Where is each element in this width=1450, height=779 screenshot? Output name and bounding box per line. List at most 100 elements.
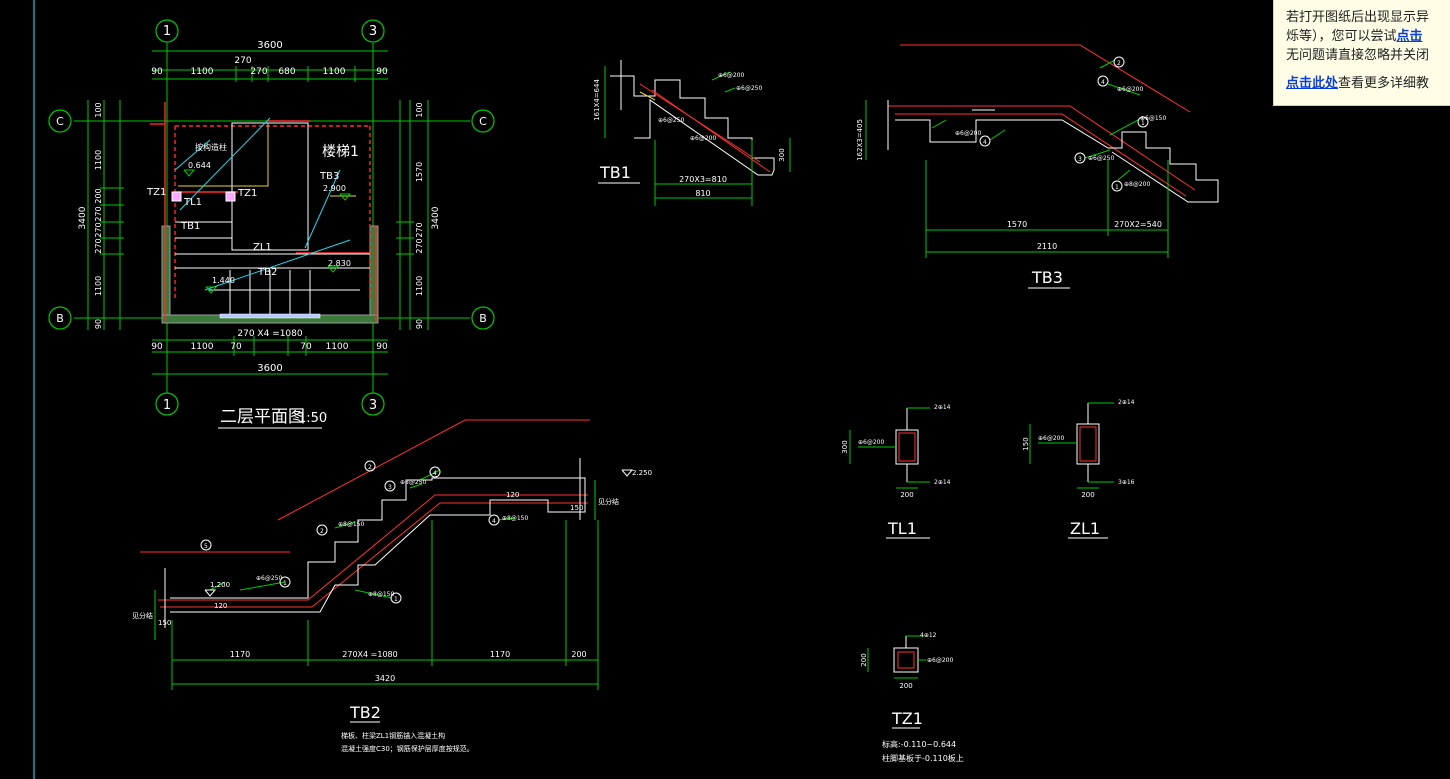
section-title: ZL1 xyxy=(1070,519,1100,538)
rebar-label: ⊕8@150 xyxy=(502,515,528,522)
tb3-section xyxy=(865,44,1219,289)
dim-text: 90 xyxy=(376,342,388,352)
dim-text: 1100 xyxy=(415,276,424,296)
axis-label: B xyxy=(479,312,487,325)
dim-text: 680 xyxy=(278,67,295,77)
callout: 1 xyxy=(1115,184,1119,191)
dim-text: 100 xyxy=(415,102,424,117)
dim-text: 3420 xyxy=(375,674,395,683)
dim-text: 1570 xyxy=(415,162,424,182)
plan-scale: 1:50 xyxy=(298,411,327,426)
dim-text: 150 xyxy=(158,619,171,627)
dim-text: 120 xyxy=(214,602,227,610)
dim-text: 270X2=540 xyxy=(1114,220,1162,229)
dim-text: 3400 xyxy=(431,206,441,229)
dim-text: 90 xyxy=(94,319,103,329)
callout: 3 xyxy=(1078,156,1082,163)
rebar-label: ⊕6@200 xyxy=(955,130,981,137)
dim-text: 3400 xyxy=(78,206,88,229)
notice-line-2-text: 烁等），您可以尝试 xyxy=(1286,29,1397,44)
rebar-label: ⊕6@200 xyxy=(718,72,744,79)
rebar-label: ⊕6@200 xyxy=(858,439,884,446)
dim-text: 162X3=405 xyxy=(856,119,864,161)
dim-text: 270 X4 =1080 xyxy=(237,329,303,339)
callout: 5 xyxy=(204,543,208,550)
label: TB1 xyxy=(180,221,200,232)
rebar-label: ⊕6@250 xyxy=(736,85,762,92)
dim-text: 150 xyxy=(1022,437,1030,450)
level-text: 2.250 xyxy=(632,469,652,477)
rebar-label: 2⊕14 xyxy=(1118,399,1135,406)
dim-text: 120 xyxy=(506,491,519,499)
label: 见分结 xyxy=(598,497,619,506)
dim-text: 270 xyxy=(415,238,424,253)
dim-text: 150 xyxy=(570,504,583,512)
dim-text: 270 xyxy=(94,222,103,237)
notice-line-4-text: 查看更多详细教 xyxy=(1338,76,1430,91)
axis-label: 3 xyxy=(369,24,377,39)
section-title: TZ1 xyxy=(891,709,923,728)
dim-text: 1100 xyxy=(323,67,346,77)
dim-text: 90 xyxy=(415,319,424,329)
callout: 4 xyxy=(492,518,496,525)
rebar-label: ⊕6@250 xyxy=(256,575,282,582)
label: 见分结 xyxy=(132,611,153,620)
dim-text: 200 xyxy=(899,682,912,690)
axis-label: C xyxy=(479,115,487,128)
plan-title: 二层平面图 xyxy=(220,407,305,427)
dim-text: 200 xyxy=(94,188,103,203)
dim-text: 2110 xyxy=(1037,242,1057,251)
tz1-section xyxy=(867,635,926,729)
label: TZ1 xyxy=(146,187,166,198)
section-title: TL1 xyxy=(887,519,917,538)
rebar-label: ⊕6@250 xyxy=(1088,155,1114,162)
dim-text: 300 xyxy=(778,148,786,161)
note-line: 柱脚基板于-0.110板上 xyxy=(882,753,964,763)
label: 2.900 xyxy=(323,184,346,193)
callout: 2 xyxy=(1117,60,1121,67)
label: 1.440 xyxy=(212,276,235,285)
dim-text: 200 xyxy=(860,653,868,666)
note-line: 梯板、柱梁ZL1钢筋锚入混凝土构 xyxy=(341,731,445,740)
rebar-label: ⊕8@150 xyxy=(338,521,364,528)
dim-text: 200 xyxy=(1081,491,1094,499)
dim-text: 270 xyxy=(94,206,103,221)
note-line: 标高:-0.110~0.644 xyxy=(882,739,956,749)
rebar-label: ⊕6@150 xyxy=(1140,115,1166,122)
callout: 3 xyxy=(388,484,392,491)
callout: 1 xyxy=(394,596,398,603)
callout: 4 xyxy=(1101,79,1105,86)
dim-text: 270X3=810 xyxy=(679,175,727,184)
dim-text: 1100 xyxy=(326,342,349,352)
tb2-section xyxy=(140,419,634,723)
dim-text: 90 xyxy=(151,67,163,77)
label: TZ1 xyxy=(237,188,257,199)
rebar-label: ⊕6@200 xyxy=(927,657,953,664)
section-title: TB3 xyxy=(1031,268,1063,287)
callout: 4 xyxy=(983,139,987,146)
rebar-label: ⊕6@200 xyxy=(1117,86,1143,93)
dim-text: 200 xyxy=(900,491,913,499)
notice-click-link[interactable]: 点击 xyxy=(1396,29,1423,44)
callout: 2 xyxy=(368,464,372,471)
dim-text: 200 xyxy=(571,650,586,659)
rebar-label: ⊕8@150 xyxy=(368,591,394,598)
axis-label: 1 xyxy=(163,398,171,413)
axis-label: 1 xyxy=(163,24,171,39)
callout: 1 xyxy=(283,580,287,587)
rebar-label: 4⊕12 xyxy=(920,632,937,639)
dim-text: 70 xyxy=(230,342,242,352)
dim-text: 1570 xyxy=(1007,220,1027,229)
dim-text: 70 xyxy=(300,342,312,352)
dim-text: 270X4 =1080 xyxy=(342,650,397,659)
rebar-label: ⊕8@200 xyxy=(1124,181,1150,188)
dim-text: 1100 xyxy=(191,342,214,352)
note-line: 混凝土强度C30；钢筋保护层厚度按规范。 xyxy=(341,744,474,753)
dim-text: 1170 xyxy=(490,650,510,659)
notice-line-1: 若打开图纸后出现显示异 xyxy=(1286,10,1430,25)
dim-text: 270 xyxy=(415,222,424,237)
notice-more-link[interactable]: 点击此处 xyxy=(1286,76,1339,91)
callout: 2 xyxy=(320,528,324,535)
display-issue-notice: 若打开图纸后出现显示异 烁等），您可以尝试点击 无问题请直接忽略并关闭 点击此处… xyxy=(1273,0,1450,106)
